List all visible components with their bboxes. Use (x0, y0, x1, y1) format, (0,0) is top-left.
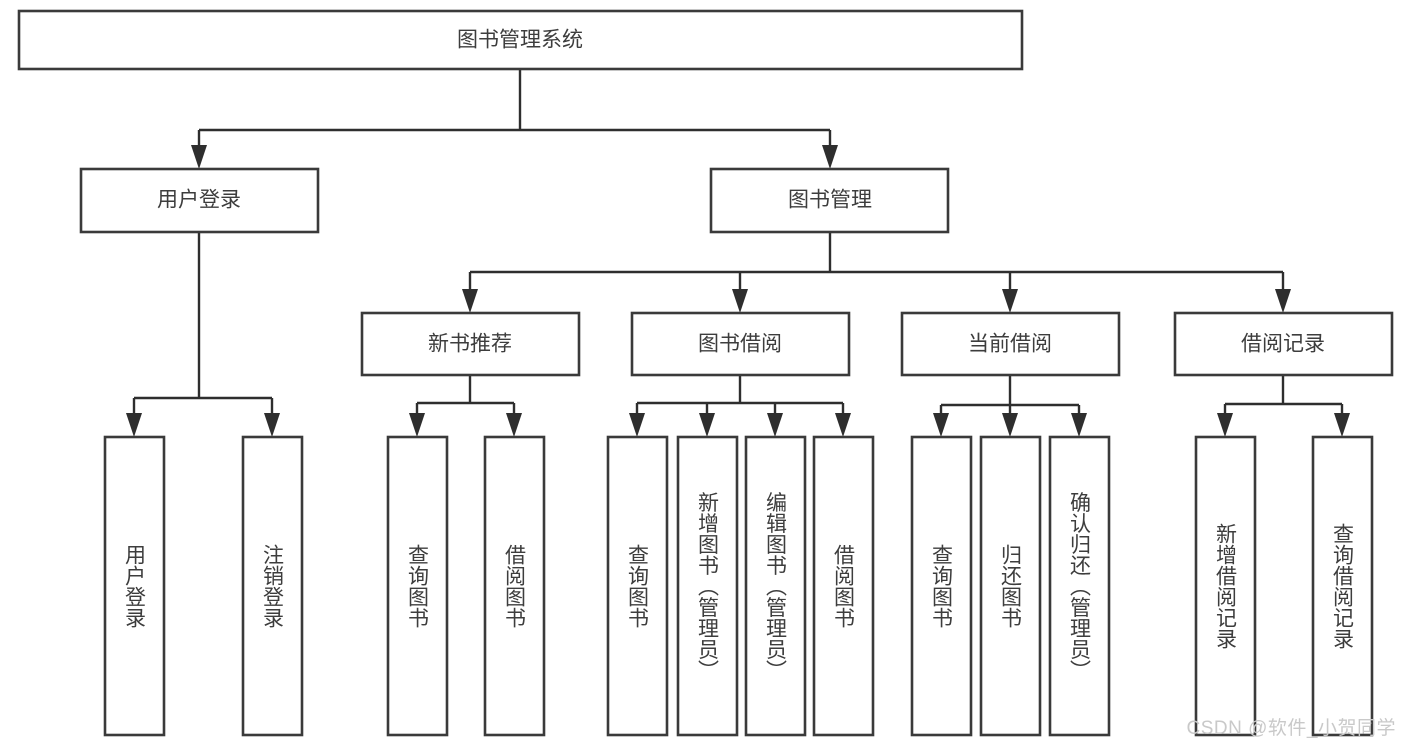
arrow-head-leaf-book-borrow-1 (699, 413, 715, 437)
node-current-borrow[interactable]: 当前借阅 (900, 311, 1121, 377)
node-user-login-label: 用户登录 (157, 189, 241, 212)
arrow-head-user-login (191, 145, 207, 169)
connectors-book-borrow-to-leaves (629, 375, 851, 437)
leaf-current-borrow-2-box[interactable] (1048, 435, 1111, 737)
node-book-management-label: 图书管理 (788, 189, 872, 212)
leaf-borrow-records-0-box[interactable] (1194, 435, 1257, 737)
node-root-box[interactable] (17, 9, 1024, 71)
leaf-book-borrow-1-label: 新增图书（管理员） (696, 492, 720, 681)
connectors-user-login-to-leaves (126, 232, 280, 437)
leaf-user-login-1[interactable]: 注销登录 (241, 435, 304, 737)
node-borrow-records-box[interactable] (1173, 311, 1394, 377)
leaf-book-borrow-2-label: 编辑图书（管理员） (764, 492, 788, 681)
node-new-book-recommend-box[interactable] (360, 311, 581, 377)
node-current-borrow-label: 当前借阅 (968, 333, 1052, 356)
arrow-head-borrow-records (1275, 289, 1291, 313)
node-book-borrow-box[interactable] (630, 311, 851, 377)
arrow-head-leaf-user-login-1 (264, 413, 280, 437)
arrow-head-leaf-records-1 (1334, 413, 1350, 437)
leaf-current-borrow-2-label: 确认归还（管理员） (1068, 492, 1092, 681)
connectors-borrow-records-to-leaves (1217, 375, 1350, 437)
arrow-head-leaf-book-borrow-3 (835, 413, 851, 437)
leaf-book-borrow-2-box[interactable] (744, 435, 807, 737)
leaf-borrow-records-1-box[interactable] (1311, 435, 1374, 737)
arrow-head-leaf-current-2 (1071, 413, 1087, 437)
connectors-root-to-level2 (191, 69, 838, 169)
leaf-user-login-1-label: 注销登录 (261, 544, 285, 628)
leaf-user-login-0-label: 用户登录 (123, 544, 147, 628)
arrow-head-leaf-records-0 (1217, 413, 1233, 437)
connectors-book-mgmt-to-level3 (462, 232, 1291, 313)
node-user-login[interactable]: 用户登录 (79, 167, 320, 234)
leaf-borrow-records-1[interactable]: 查询借阅记录 (1311, 435, 1374, 737)
arrow-head-leaf-new-book-1 (506, 413, 522, 437)
leaf-book-borrow-1-box[interactable] (676, 435, 739, 737)
leaf-new-book-0-label: 查询图书 (406, 544, 430, 628)
leaf-book-borrow-2[interactable]: 编辑图书（管理员） (744, 435, 807, 737)
leaf-current-borrow-0[interactable]: 查询图书 (910, 435, 973, 737)
csdn-watermark: CSDN @软件_小贺同学 (1186, 718, 1396, 739)
arrow-head-book-borrow (732, 289, 748, 313)
leaf-current-borrow-0-label: 查询图书 (930, 544, 954, 628)
node-book-management-box[interactable] (709, 167, 950, 234)
leaf-user-login-1-box[interactable] (241, 435, 304, 737)
node-book-borrow[interactable]: 图书借阅 (630, 311, 851, 377)
leaf-new-book-0[interactable]: 查询图书 (386, 435, 449, 737)
leaf-current-borrow-0-box[interactable] (910, 435, 973, 737)
leaf-book-borrow-3[interactable]: 借阅图书 (812, 435, 875, 737)
node-user-login-box[interactable] (79, 167, 320, 234)
node-book-management[interactable]: 图书管理 (709, 167, 950, 234)
leaf-current-borrow-1-box[interactable] (979, 435, 1042, 737)
connectors-current-borrow-to-leaves (933, 375, 1087, 437)
arrow-head-leaf-book-borrow-0 (629, 413, 645, 437)
node-root-label: 图书管理系统 (457, 29, 583, 52)
leaf-borrow-records-0[interactable]: 新增借阅记录 (1194, 435, 1257, 737)
leaf-book-borrow-0-box[interactable] (606, 435, 669, 737)
arrow-head-leaf-user-login-0 (126, 413, 142, 437)
node-borrow-records-label: 借阅记录 (1241, 333, 1325, 356)
arrow-head-leaf-book-borrow-2 (767, 413, 783, 437)
leaf-book-borrow-1[interactable]: 新增图书（管理员） (676, 435, 739, 737)
leaf-current-borrow-1-label: 归还图书 (999, 544, 1023, 628)
arrow-head-leaf-current-0 (933, 413, 949, 437)
node-new-book-recommend-label: 新书推荐 (428, 333, 512, 356)
node-root[interactable]: 图书管理系统 (17, 9, 1024, 71)
leaf-new-book-1[interactable]: 借阅图书 (483, 435, 546, 737)
node-current-borrow-box[interactable] (900, 311, 1121, 377)
leaf-user-login-0-box[interactable] (103, 435, 166, 737)
leaf-user-login-0[interactable]: 用户登录 (103, 435, 166, 737)
arrow-head-leaf-new-book-0 (409, 413, 425, 437)
leaf-current-borrow-1[interactable]: 归还图书 (979, 435, 1042, 737)
arrow-head-new-book (462, 289, 478, 313)
leaf-new-book-0-box[interactable] (386, 435, 449, 737)
node-borrow-records[interactable]: 借阅记录 (1173, 311, 1394, 377)
leaf-book-borrow-3-label: 借阅图书 (832, 544, 856, 628)
node-book-borrow-label: 图书借阅 (698, 333, 782, 356)
node-new-book-recommend[interactable]: 新书推荐 (360, 311, 581, 377)
arrow-head-leaf-current-1 (1002, 413, 1018, 437)
leaf-book-borrow-0-label: 查询图书 (626, 544, 650, 628)
leaf-borrow-records-0-label: 新增借阅记录 (1214, 523, 1238, 649)
leaf-current-borrow-2[interactable]: 确认归还（管理员） (1048, 435, 1111, 737)
leaf-book-borrow-3-box[interactable] (812, 435, 875, 737)
leaf-new-book-1-label: 借阅图书 (503, 544, 527, 628)
connectors-new-book-to-leaves (409, 375, 522, 437)
leaf-book-borrow-0[interactable]: 查询图书 (606, 435, 669, 737)
leaf-borrow-records-1-label: 查询借阅记录 (1331, 523, 1355, 649)
arrow-head-book-mgmt (822, 145, 838, 169)
arrow-head-current-borrow (1002, 289, 1018, 313)
leaf-new-book-1-box[interactable] (483, 435, 546, 737)
